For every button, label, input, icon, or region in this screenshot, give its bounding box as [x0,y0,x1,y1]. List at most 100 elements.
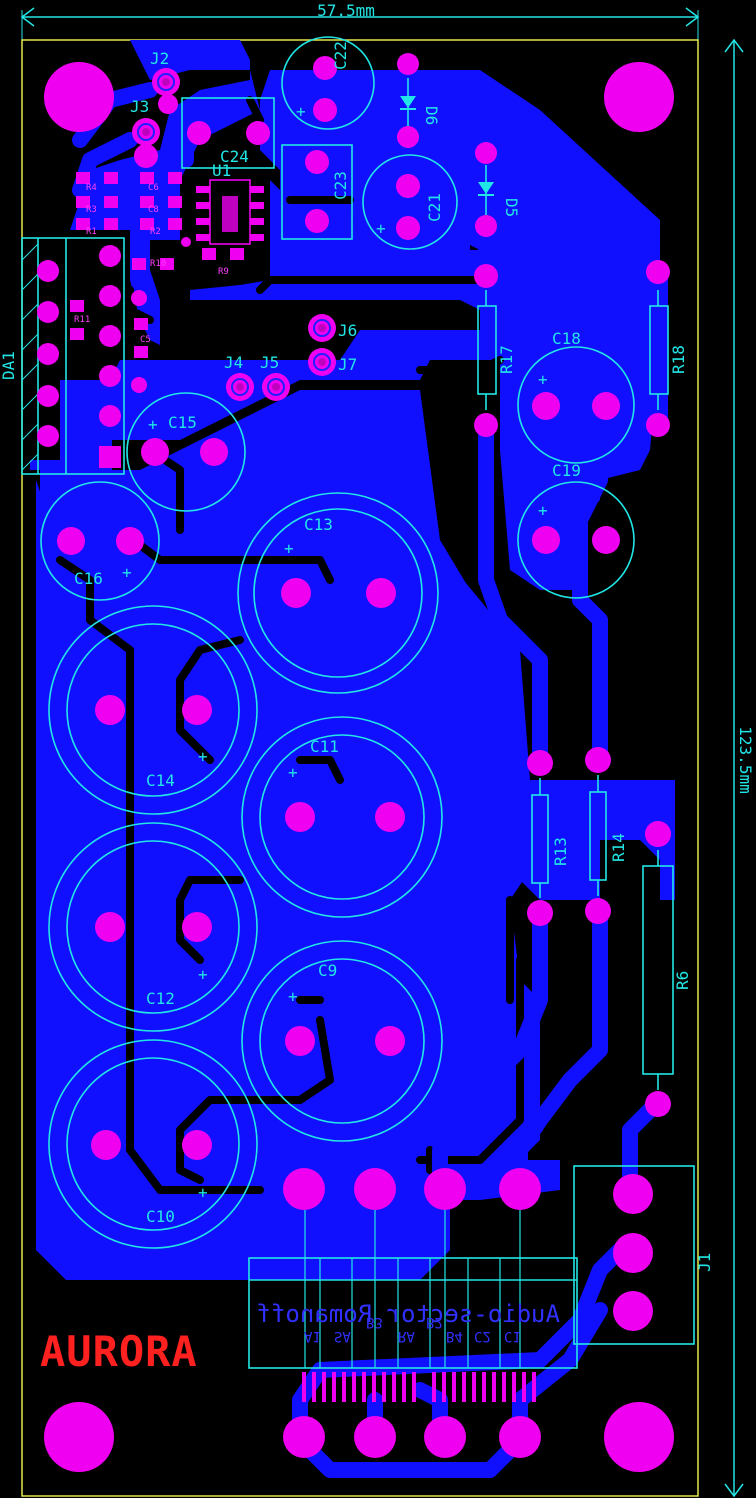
label-J7: J7 [338,355,357,374]
plus-mark: + [198,1183,208,1202]
c14: + C14 [48,605,258,815]
u1: U1 [196,161,264,245]
label-C22: C22 [331,41,350,70]
label-J2: J2 [150,49,169,68]
label-D5: D5 [502,198,521,217]
label-C23: C23 [331,171,350,200]
r18: R18 [646,260,688,437]
smd-label-4: R1 [86,227,97,237]
label-J5: J5 [260,353,279,372]
label-R14: R14 [609,833,628,862]
label-C16: C16 [74,569,103,588]
smd-label-9: C5 [140,335,151,345]
label-C9: C9 [318,961,337,980]
pin-label-3: RA [398,1328,415,1344]
label-U1: U1 [212,161,231,180]
pin-label-1: SA [334,1328,351,1344]
label-C15: C15 [168,413,197,432]
height-label: 123.5mm [736,726,755,793]
plus-mark: + [538,501,548,520]
c19: + C19 [517,461,635,599]
d6: D6 [397,53,441,148]
smd-label-6: R9 [218,267,229,277]
r13: R13 [527,750,570,926]
pin-label-4: B2 [426,1314,443,1330]
r17: R17 [474,264,516,437]
c13: + C13 [237,492,439,694]
smd-label-8: R11 [74,315,90,325]
label-C18: C18 [552,329,581,348]
label-C13: C13 [304,515,333,534]
c15: + C15 [126,392,246,512]
smd-labels: R4 R3 C6 C8 R1 R2 R9 R10 R11 C5 [74,183,229,345]
plus-mark: + [198,965,208,984]
label-R18: R18 [669,345,688,374]
label-DA1: DA1 [0,351,18,380]
board-outline [21,39,699,1497]
c12: + C12 [48,822,258,1032]
copper-pour [30,40,675,1280]
label-C14: C14 [146,771,175,790]
plus-mark: + [376,219,386,238]
label-R6: R6 [673,971,692,990]
label-J4: J4 [224,353,243,372]
pin-label-2: B3 [366,1314,383,1330]
width-label: 57.5mm [317,1,375,20]
test-points: J6 J7 J4 J5 [224,314,357,401]
c24: C24 [181,97,275,169]
label-C12: C12 [146,989,175,1008]
label-J3: J3 [130,97,149,116]
mounting-hole-bl [44,1402,114,1472]
plus-mark: + [122,563,132,582]
c21: + C21 [362,154,458,250]
dimension-width: 57.5mm [20,1,700,40]
label-R13: R13 [551,837,570,866]
label-C11: C11 [310,737,339,756]
mounting-hole-tr [604,62,674,132]
plus-mark: + [538,370,548,389]
label-R17: R17 [497,345,516,374]
label-J6: J6 [338,321,357,340]
c9: + C9 [241,940,443,1142]
plus-mark: + [284,539,294,558]
smd-label-0: R4 [86,183,97,193]
pin-label-6: C2 [474,1328,491,1344]
label-C24: C24 [220,147,249,166]
da1: DA1 [0,237,125,475]
aurora-logo: AURORA [40,1327,198,1376]
c11: + C11 [241,716,443,918]
r6: R6 [642,821,692,1117]
mounting-hole-tl [44,62,114,132]
mounting-holes [44,62,674,1472]
header-connector: A1 SA B3 RA B2 B4 C2 C1 Audio-sector Rom… [248,1210,578,1402]
label-C19: C19 [552,461,581,480]
r14: R14 [585,747,628,924]
plus-mark: + [296,102,306,121]
label-C10: C10 [146,1207,175,1226]
dimension-height: 123.5mm [724,38,755,1498]
output-pads [283,1168,541,1458]
plus-mark: + [198,747,208,766]
smd-label-7: R10 [150,259,166,269]
c10: + C10 [48,1039,258,1249]
c16: + C16 [40,481,160,601]
c18: + C18 [517,329,635,464]
plus-mark: + [148,415,158,434]
smd-label-5: R2 [150,227,161,237]
d5: D5 [475,142,521,237]
c23: C23 [281,144,353,240]
label-C21: C21 [425,193,444,222]
j1: J1 [573,1165,714,1345]
pin-label-7: C1 [504,1328,521,1344]
smd-label-3: C8 [148,205,159,215]
isolation-traces [56,96,544,1194]
smd-cluster [70,172,244,393]
smd-label-1: R3 [86,205,97,215]
label-D6: D6 [422,106,441,125]
pin-label-0: A1 [304,1328,321,1344]
smd-label-2: C6 [148,183,159,193]
plus-mark: + [288,987,298,1006]
mounting-hole-br [604,1402,674,1472]
